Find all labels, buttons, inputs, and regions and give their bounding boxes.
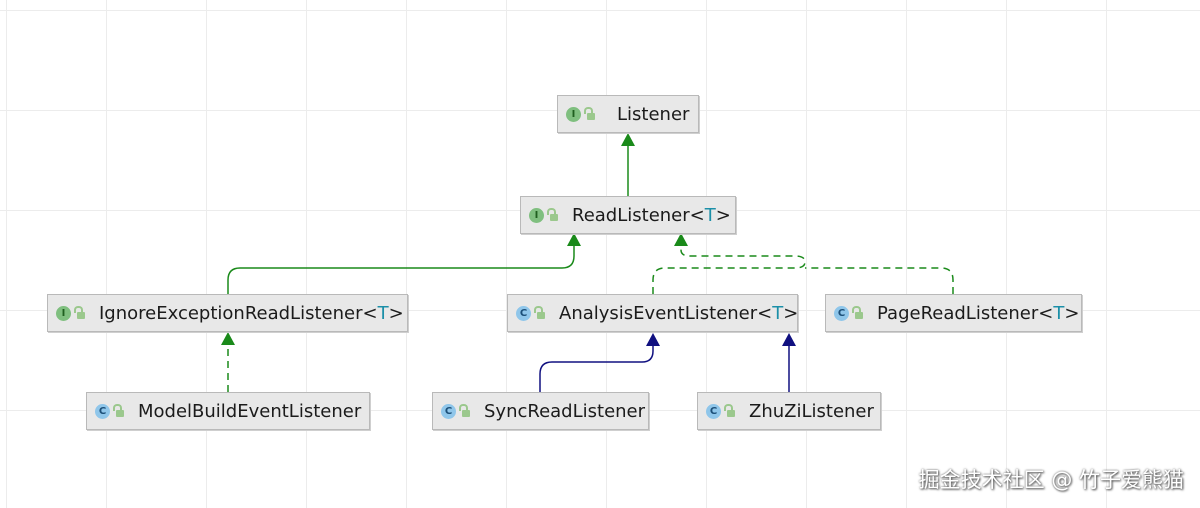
- node-sync-read-listener[interactable]: C SyncReadListener: [432, 392, 649, 430]
- class-icon: C: [516, 305, 531, 321]
- class-icon: C: [834, 305, 849, 321]
- node-model-build-event-listener[interactable]: C ModelBuildEventListener: [86, 392, 370, 430]
- node-read-listener[interactable]: I ReadListener<T>: [520, 196, 736, 234]
- public-lock-icon: [724, 403, 735, 417]
- edge-pageread-implements-readlistener: [805, 267, 954, 294]
- node-ignore-exception-read-listener[interactable]: I IgnoreExceptionReadListener<T>: [47, 294, 408, 332]
- edge-zhuzi-extends-analysis: [782, 333, 796, 392]
- class-icon: C: [95, 403, 110, 419]
- node-page-read-listener[interactable]: C PageReadListener<T>: [825, 294, 1082, 332]
- interface-icon: I: [529, 207, 544, 223]
- node-label: AnalysisEventListener<T>: [559, 302, 799, 324]
- node-listener[interactable]: I Listener: [557, 95, 699, 133]
- public-lock-icon: [852, 305, 863, 319]
- node-zhuzi-listener[interactable]: C ZhuZiListener: [697, 392, 881, 430]
- node-label: ReadListener<T>: [572, 204, 731, 226]
- public-lock-icon: [584, 106, 595, 120]
- edge-analysis-implements-readlistener: [652, 233, 806, 294]
- node-label: Listener: [617, 103, 690, 125]
- node-label: IgnoreExceptionReadListener<T>: [99, 302, 404, 324]
- node-label: PageReadListener<T>: [877, 302, 1080, 324]
- public-lock-icon: [113, 403, 124, 417]
- edge-readlistener-extends-listener: [621, 133, 635, 196]
- public-lock-icon: [534, 305, 545, 319]
- edge-modelbuild-implements-ignoreexception: [221, 332, 235, 392]
- edge-syncread-extends-analysis: [539, 333, 660, 392]
- public-lock-icon: [547, 207, 558, 221]
- class-icon: C: [441, 403, 456, 419]
- node-label: ZhuZiListener: [749, 400, 874, 422]
- interface-icon: I: [56, 305, 71, 321]
- interface-icon: I: [566, 106, 581, 122]
- node-label: SyncReadListener: [484, 400, 646, 422]
- public-lock-icon: [74, 305, 85, 319]
- class-icon: C: [706, 403, 721, 419]
- node-analysis-event-listener[interactable]: C AnalysisEventListener<T>: [507, 294, 798, 332]
- edge-ignoreexception-extends-readlistener: [227, 233, 581, 294]
- node-label: ModelBuildEventListener: [138, 400, 362, 422]
- watermark: 掘金技术社区 @ 竹子爱熊猫: [918, 468, 1184, 492]
- public-lock-icon: [459, 403, 470, 417]
